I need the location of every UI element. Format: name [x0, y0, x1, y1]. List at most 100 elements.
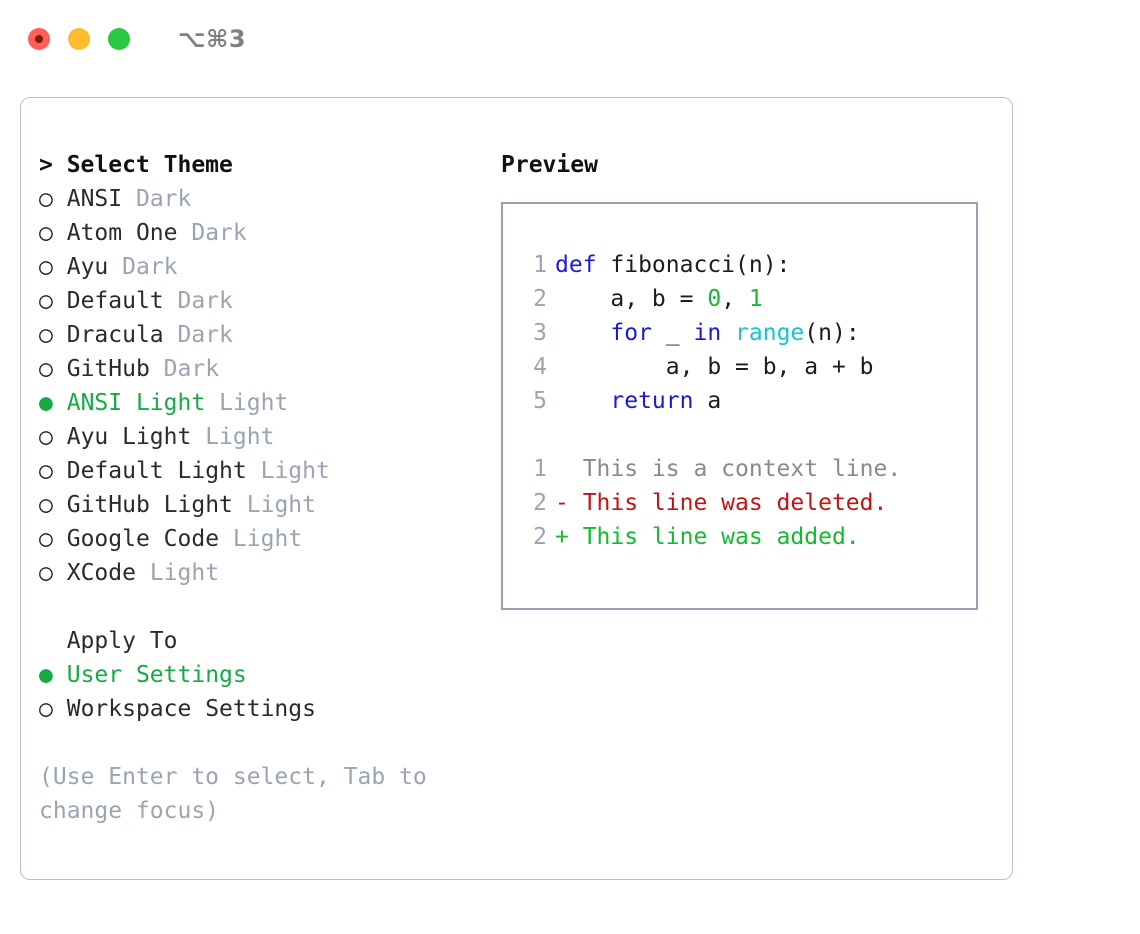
main-panel: > Select Theme ○ ANSI Dark○ Atom One Dar… — [20, 97, 1013, 880]
theme-name: ANSI — [66, 186, 123, 212]
spacing — [233, 492, 247, 518]
code-token: 1 — [748, 286, 763, 312]
hint-line-1: (Use Enter to select, Tab to — [39, 764, 427, 790]
apply-to-item[interactable]: ○ Workspace Settings — [39, 692, 501, 726]
diff-line-number: 1 — [533, 456, 547, 482]
code-token: a — [693, 388, 722, 414]
theme-name: Ayu — [66, 254, 109, 280]
radio-selected-icon[interactable]: ● — [39, 662, 53, 688]
maximize-button[interactable] — [108, 28, 130, 50]
spacing — [53, 526, 67, 552]
code-line: 2 a, b = 0, 1 — [523, 282, 976, 316]
diff-line-number: 2 — [533, 524, 547, 550]
radio-unselected-icon[interactable]: ○ — [39, 288, 53, 314]
spacing — [53, 560, 67, 586]
theme-list-item[interactable]: ○ Ayu Dark — [39, 250, 501, 284]
minimize-button[interactable] — [68, 28, 90, 50]
theme-list-item[interactable]: ○ Google Code Light — [39, 522, 501, 556]
line-number: 5 — [533, 388, 547, 414]
title-bar: ⌥⌘3 — [0, 0, 1140, 78]
theme-name: Default Light — [66, 458, 247, 484]
radio-unselected-icon[interactable]: ○ — [39, 492, 53, 518]
hint-line-2: change focus) — [39, 798, 220, 824]
line-number: 1 — [533, 252, 547, 278]
theme-category: Dark — [135, 186, 192, 212]
diff-line-text: This is a context line. — [555, 456, 902, 482]
apply-to-label: User Settings — [66, 662, 247, 688]
line-number: 2 — [533, 286, 547, 312]
apply-to-label: Workspace Settings — [66, 696, 316, 722]
theme-list-item[interactable]: ○ Dracula Dark — [39, 318, 501, 352]
theme-name: Ayu Light — [66, 424, 192, 450]
spacing — [191, 424, 205, 450]
radio-unselected-icon[interactable]: ○ — [39, 186, 53, 212]
code-token: range — [735, 320, 805, 346]
theme-category: Dark — [163, 356, 220, 382]
theme-name: XCode — [66, 560, 136, 586]
diff-line: 1 This is a context line. — [523, 452, 976, 486]
code-token — [721, 320, 735, 346]
spacing — [150, 356, 164, 382]
theme-list-item[interactable]: ○ GitHub Dark — [39, 352, 501, 386]
theme-name: GitHub — [66, 356, 150, 382]
line-number: 4 — [533, 354, 547, 380]
apply-to-item[interactable]: ● User Settings — [39, 658, 501, 692]
code-token: for — [610, 320, 652, 346]
theme-list[interactable]: ○ ANSI Dark○ Atom One Dark○ Ayu Dark○ De… — [39, 182, 501, 590]
theme-category: Dark — [122, 254, 178, 280]
theme-list-item[interactable]: ○ Ayu Light Light — [39, 420, 501, 454]
code-diff-gap — [523, 418, 976, 452]
radio-unselected-icon[interactable]: ○ — [39, 254, 53, 280]
theme-category: Light — [219, 390, 289, 416]
theme-list-item[interactable]: ○ ANSI Dark — [39, 182, 501, 216]
radio-unselected-icon[interactable]: ○ — [39, 560, 53, 586]
radio-unselected-icon[interactable]: ○ — [39, 526, 53, 552]
theme-list-item[interactable]: ● ANSI Light Light — [39, 386, 501, 420]
spacing — [53, 220, 67, 246]
code-token: , — [721, 286, 749, 312]
code-token: a, b = b, a + b — [555, 354, 874, 380]
spacing — [53, 254, 67, 280]
theme-selector-column: > Select Theme ○ ANSI Dark○ Atom One Dar… — [21, 98, 501, 879]
radio-unselected-icon[interactable]: ○ — [39, 458, 53, 484]
preview-heading: Preview — [501, 152, 598, 178]
radio-unselected-icon[interactable]: ○ — [39, 220, 53, 246]
code-token: a, b = — [555, 286, 708, 312]
theme-list-item[interactable]: ○ XCode Light — [39, 556, 501, 590]
theme-list-item[interactable]: ○ GitHub Light Light — [39, 488, 501, 522]
theme-name: Dracula — [66, 322, 164, 348]
select-theme-heading: > Select Theme — [39, 152, 233, 178]
diff-line-number: 2 — [533, 490, 547, 516]
code-token: def — [555, 252, 611, 278]
section-spacer — [39, 590, 501, 624]
code-token — [555, 388, 610, 414]
spacing — [108, 254, 122, 280]
spacing — [53, 492, 67, 518]
radio-selected-icon[interactable]: ● — [39, 390, 53, 416]
theme-category: Dark — [191, 220, 247, 246]
radio-unselected-icon[interactable]: ○ — [39, 356, 53, 382]
apply-to-heading: Apply To — [39, 624, 501, 658]
theme-list-item[interactable]: ○ Default Light Light — [39, 454, 501, 488]
spacing — [219, 526, 233, 552]
theme-name: Default — [66, 288, 164, 314]
spacing — [178, 220, 192, 246]
theme-category: Light — [149, 560, 220, 586]
spacing — [53, 696, 67, 722]
apply-to-list[interactable]: ● User Settings○ Workspace Settings — [39, 658, 501, 726]
spacing — [164, 322, 178, 348]
theme-list-item[interactable]: ○ Default Dark — [39, 284, 501, 318]
theme-category: Dark — [177, 288, 233, 314]
code-line: 5 return a — [523, 384, 976, 418]
code-token: 0 — [707, 286, 722, 312]
spacing — [53, 186, 67, 212]
code-token: _ — [651, 320, 694, 346]
spacing — [164, 288, 178, 314]
theme-list-item[interactable]: ○ Atom One Dark — [39, 216, 501, 250]
radio-unselected-icon[interactable]: ○ — [39, 696, 53, 722]
shortcut-label: ⌥⌘3 — [178, 25, 247, 53]
radio-unselected-icon[interactable]: ○ — [39, 424, 53, 450]
close-button[interactable] — [28, 28, 50, 50]
radio-unselected-icon[interactable]: ○ — [39, 322, 53, 348]
